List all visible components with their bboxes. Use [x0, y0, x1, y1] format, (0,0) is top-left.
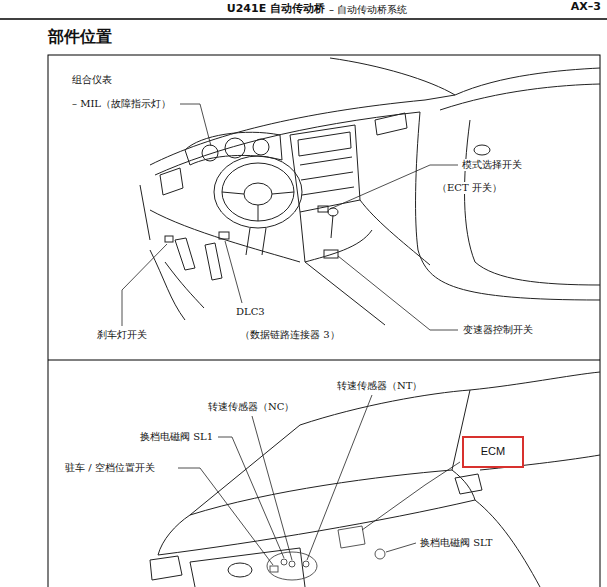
shift-knob [328, 208, 338, 216]
emblem [228, 563, 252, 577]
transmission-switch [324, 250, 338, 258]
left-panel [140, 185, 150, 240]
leader-line [178, 468, 273, 565]
solenoid [281, 559, 287, 565]
steering-wheel-rim [214, 156, 302, 228]
figure-frame [48, 55, 600, 587]
dashboard-leaders [122, 104, 458, 330]
part-label: 变速器控制开关 [463, 324, 533, 336]
leader-line [338, 256, 458, 330]
part-label: 驻车 / 空档位置开关 [65, 462, 155, 474]
gauge [253, 139, 269, 155]
part-label: 刹车灯开关 [97, 329, 147, 341]
door-handle [474, 145, 490, 155]
pedal [205, 243, 222, 280]
part-label: 模式选择开关 [462, 159, 522, 171]
right-vent [375, 113, 407, 135]
grille [190, 548, 305, 587]
cluster-hood [185, 132, 282, 165]
part-label: – MIL（故障指示灯） [72, 98, 171, 110]
box-label: ECM [481, 445, 505, 458]
solenoid-slt [375, 549, 385, 559]
seat-outline [150, 250, 204, 320]
roof-edge [470, 372, 600, 390]
part-note: （ECT 开关） [437, 182, 502, 194]
transaxle [267, 552, 317, 580]
leader-line [122, 244, 167, 326]
shift-lever [331, 215, 333, 238]
car-drawing [150, 372, 600, 587]
windshield-top [300, 390, 470, 425]
part-label: 换档电磁阀 SLT [420, 537, 493, 549]
section-title: 部件位置 [48, 28, 112, 46]
speed-sensor [303, 561, 309, 567]
brake-switch [165, 236, 173, 242]
leader-line [225, 241, 242, 303]
leader-line [307, 395, 372, 560]
door-top-inner [440, 84, 600, 110]
part-label: 换档电磁阀 SL1 [140, 431, 213, 443]
leader-line [252, 416, 292, 560]
lower-dash [150, 210, 300, 262]
header-subtitle: – 自动传动桥系统 [329, 4, 407, 16]
gauge [202, 145, 218, 161]
header-rule [0, 18, 607, 20]
part-label: 组合仪表 [72, 74, 112, 86]
part-label: DLC3 [236, 306, 265, 318]
figure-divider [48, 360, 600, 361]
leader-line [180, 104, 211, 146]
center-vents [298, 132, 351, 156]
leader-line [218, 437, 284, 558]
part-label: 转速传感器（NT） [337, 380, 422, 392]
part-label: 转速传感器（NC） [208, 401, 294, 413]
door-top [455, 68, 600, 95]
headlight [150, 556, 182, 580]
dlc3-connector [219, 232, 229, 239]
steering-spokes [222, 192, 294, 221]
door-panel [416, 112, 600, 300]
left-vent [160, 168, 183, 195]
mode-switch [318, 206, 328, 212]
windshield-edge [330, 58, 455, 100]
speed-sensor [289, 561, 295, 567]
cowl [190, 470, 452, 515]
page-rules [0, 19, 607, 587]
leader-line [362, 462, 460, 530]
pedal [175, 238, 195, 270]
center-stack [290, 125, 360, 212]
highlight-box: ECM [462, 436, 524, 468]
header-title: U241E 自动传动桥 [227, 3, 325, 16]
console [300, 200, 430, 325]
ecm-unit [338, 526, 365, 548]
gauge [225, 138, 245, 158]
steering-wheel-hub [244, 183, 272, 205]
steering-wheel-rim-inner [222, 163, 294, 221]
page-number: AX–3 [571, 1, 601, 14]
leader-line [386, 543, 416, 552]
car-leaders [178, 395, 460, 565]
position-switch [270, 566, 278, 572]
part-note: （数据链路连接器 3） [240, 329, 340, 341]
audio-panel [300, 157, 354, 195]
dashboard-drawing [140, 58, 600, 325]
door-panel-inner [465, 120, 600, 285]
mirror [455, 474, 482, 494]
